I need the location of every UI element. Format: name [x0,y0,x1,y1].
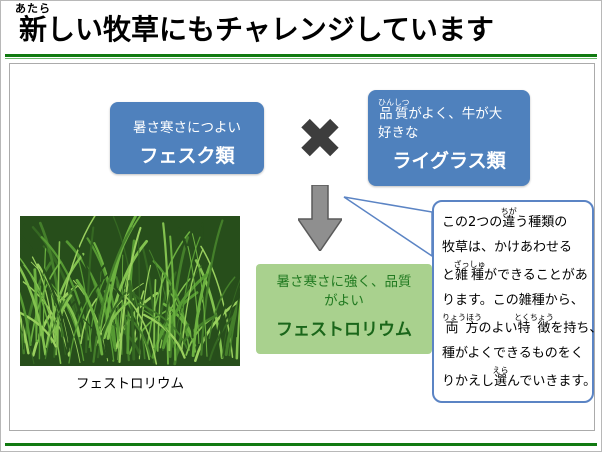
ryegrass-box: 品質ひんしつがよく、牛が大好きな ライグラス類 [368,90,530,186]
down-arrow-icon [298,185,342,251]
photo-caption: フェストロリウム [76,376,184,392]
cross-multiply-icon: ✖ [296,107,344,172]
ryegrass-name: ライグラス類 [392,150,506,172]
festulolium-box: 暑さ寒さに強く、品質 がよい フェストロリウム [256,264,432,354]
festulolium-description-line1: 暑さ寒さに強く、品質 [276,274,412,290]
fescue-name: フェスク類 [139,145,235,167]
bottom-divider [5,443,597,446]
grass-photo [20,216,240,366]
festulolium-name: フェストロリウム [276,320,412,340]
callout-box: この2つの違ちがう種類の牧草は、かけあわせると雑種ざっしゅができることがあります… [432,200,601,403]
top-divider [5,54,597,59]
festulolium-description-line2: がよい [324,293,364,309]
fescue-description: 暑さ寒さにつよい [133,120,241,136]
grass-photo-illustration [20,216,240,366]
page-title: 新あたらしい牧草にもチャレンジしています [15,2,494,46]
content-panel: 暑さ寒さにつよい フェスク類 ✖ 品質ひんしつがよく、牛が大好きな ライグラス類… [9,63,601,431]
fescue-box: 暑さ寒さにつよい フェスク類 [110,102,264,174]
ryegrass-description: 品質ひんしつがよく、牛が大好きな [378,98,503,141]
